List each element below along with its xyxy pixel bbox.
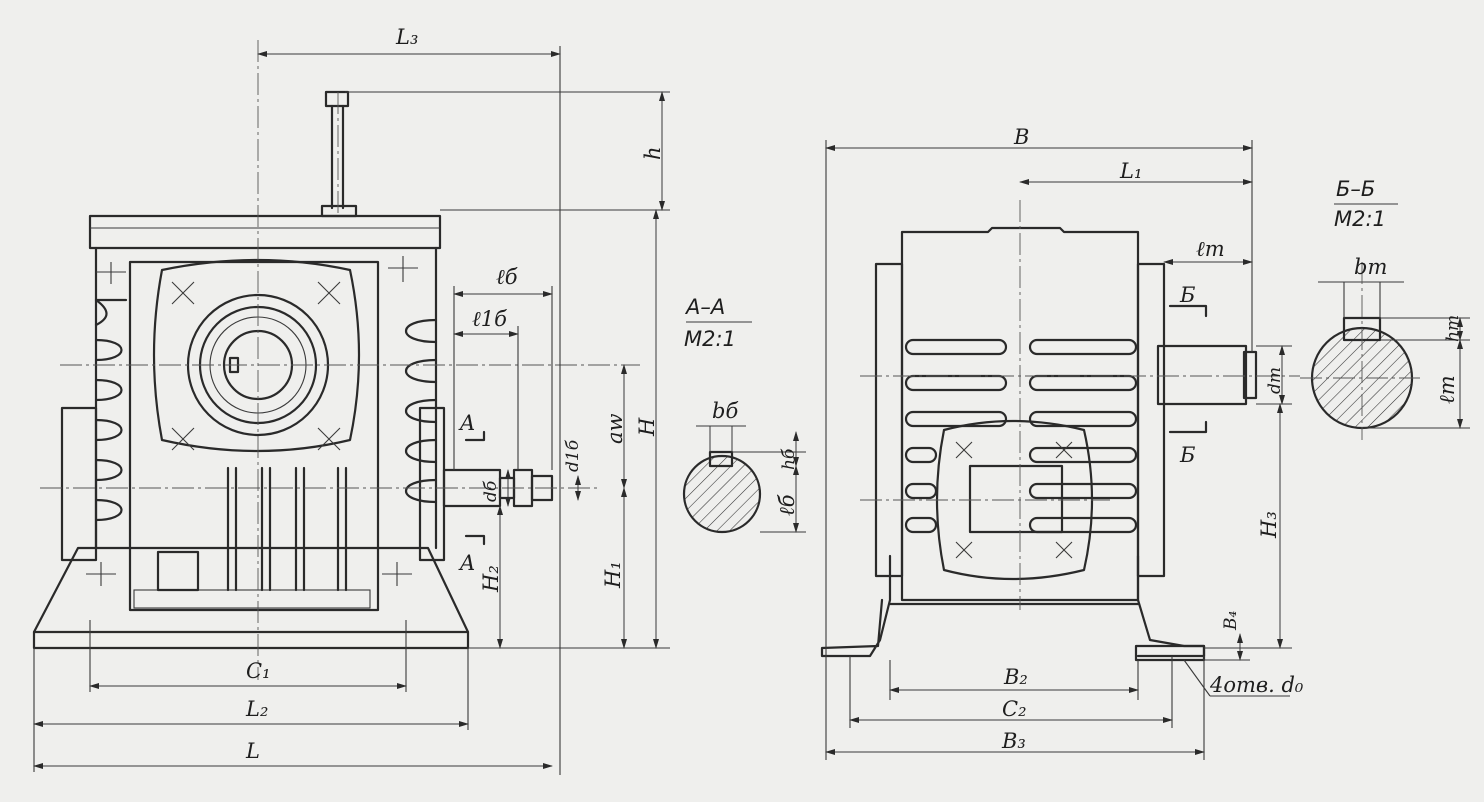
label-lt: ℓт (1196, 237, 1225, 261)
section-bb-title: Б–Б (1336, 177, 1375, 201)
section-aa-scale: M2:1 (684, 327, 736, 351)
side-view (820, 200, 1300, 662)
label-b3: B₃ (1001, 729, 1026, 753)
label-c1: C₁ (246, 659, 271, 683)
label-l2: L₂ (245, 697, 268, 721)
section-bb-scale: M2:1 (1334, 207, 1386, 231)
front-dimensions (33, 46, 670, 775)
label-b-section-bottom: Б (1179, 443, 1195, 467)
label-dt: dт (1265, 367, 1285, 394)
label-h2: H₂ (479, 565, 503, 593)
label-holes: 4отв. d₀ (1209, 673, 1304, 697)
dimension-labels: L₃ h H aw ℓб ℓ1б dб d1б A A H₂ H₁ C₁ L₂ … (245, 25, 1463, 763)
label-lb: ℓб (496, 265, 518, 289)
section-b-b (1300, 203, 1470, 440)
label-c2: C₂ (1002, 697, 1027, 721)
label-a-top: A (458, 411, 475, 435)
label-b-section-top: Б (1179, 283, 1195, 307)
label-bt: bт (1354, 255, 1387, 279)
label-lt-section: ℓт (1435, 375, 1459, 404)
label-l1: L₁ (1119, 159, 1142, 183)
label-l: L (245, 739, 260, 763)
label-lb-section: ℓб (775, 494, 799, 516)
label-h3: H₃ (1257, 511, 1281, 539)
label-b4: B₄ (1221, 611, 1241, 631)
side-dimensions (825, 140, 1292, 760)
label-aw: aw (603, 413, 627, 444)
label-hb: hб (779, 448, 799, 470)
label-b: B (1013, 125, 1029, 149)
section-aa-title: A–A (684, 295, 725, 319)
label-l1b: ℓ1б (472, 307, 507, 331)
section-a-a (682, 321, 806, 534)
square-cover (152, 258, 361, 453)
label-big-h: H (635, 417, 659, 437)
label-bb: bб (712, 399, 738, 423)
front-view (32, 40, 640, 680)
top-cover (88, 214, 442, 250)
label-a-bottom: A (458, 551, 475, 575)
label-l3: L₃ (395, 25, 418, 49)
label-db: dб (481, 480, 501, 502)
label-h1: H₁ (601, 561, 625, 589)
label-d1b: d1б (563, 439, 583, 472)
label-b2: B₂ (1003, 665, 1028, 689)
label-ht: hт (1443, 315, 1463, 342)
label-h: h (641, 146, 665, 160)
